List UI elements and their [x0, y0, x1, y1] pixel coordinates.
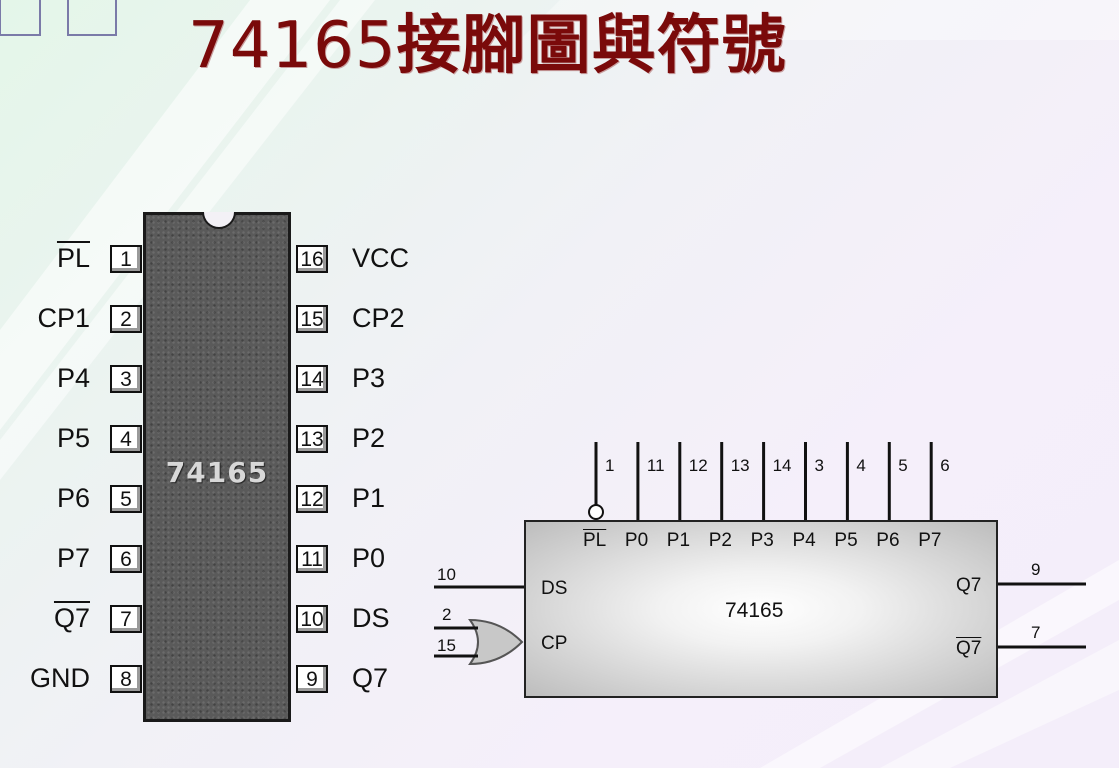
dip-pin-label-right: Q7: [352, 663, 389, 693]
dip-pin-box-right: 16: [296, 245, 328, 273]
top-pin-number: 6: [940, 456, 950, 475]
chip-label: 74165: [165, 456, 269, 489]
top-pin-label: P1: [666, 530, 691, 551]
dip-pin-label-right: P0: [352, 543, 386, 573]
page-title-text: 接腳圖與符號: [396, 9, 787, 83]
dip-pin-label-right: CP2: [352, 303, 405, 333]
output-label: Q7: [956, 575, 982, 596]
dip-pin-label-right: P1: [352, 483, 386, 513]
dip-pin-label-left: P5: [56, 423, 90, 453]
top-pin-number: 1: [605, 456, 615, 475]
dip-pin-box-right: 14: [296, 365, 328, 393]
symbol-label: 74165: [725, 599, 784, 622]
dip-pin-box-right: 13: [296, 425, 328, 453]
dip-pin-box-left: 2: [110, 305, 142, 333]
dip-pin-box-right: 11: [296, 545, 328, 573]
dip-pin-label-left: PL: [56, 243, 90, 273]
top-pin-number: 14: [772, 456, 792, 475]
cp-input-number: 2: [442, 605, 452, 624]
dip-pin-box-left: 1: [110, 245, 142, 273]
dip-pin-box-right: 10: [296, 605, 328, 633]
ds-label: DS: [541, 578, 568, 599]
dip-pin-label-right: DS: [352, 603, 390, 633]
dip-pin-box-left: 8: [110, 665, 142, 693]
dip-pin-label-left: GND: [30, 663, 90, 693]
top-pin-number: 4: [856, 456, 866, 475]
page-title: 74165接腳圖與符號: [188, 4, 787, 88]
cp-label: CP: [541, 633, 568, 654]
top-pin-label: P5: [834, 530, 858, 551]
top-pin-number: 11: [646, 456, 665, 475]
dip-pin-label-left: P7: [56, 543, 90, 573]
cp-input-number: 15: [437, 636, 456, 655]
top-pin-number: 12: [688, 456, 708, 475]
logic-symbol-body: [524, 520, 998, 698]
chip-notch: [202, 212, 236, 229]
dip-pin-box-right: 15: [296, 305, 328, 333]
dip-pin-label-left: Q7: [53, 603, 90, 633]
output-pin-number: 9: [1031, 560, 1041, 579]
output-label: Q7: [956, 638, 982, 659]
dip-pin-box-left: 5: [110, 485, 142, 513]
top-pin-number: 3: [814, 456, 824, 475]
top-pin-label: P6: [876, 530, 900, 551]
top-pin-label: P4: [792, 530, 816, 551]
dip-pin-box-left: 3: [110, 365, 142, 393]
dip-pin-box-right: 9: [296, 665, 328, 693]
dip-pin-label-right: P2: [352, 423, 386, 453]
top-pin-label: P0: [624, 530, 649, 551]
dip-pin-box-right: 12: [296, 485, 328, 513]
dip-pin-label-right: P3: [352, 363, 386, 393]
dip-pin-label-right: VCC: [352, 243, 410, 273]
page-title-digits: 74165: [188, 9, 397, 83]
dip-pin-label-left: CP1: [37, 303, 90, 333]
top-pin-label: P2: [708, 530, 732, 551]
top-pin-number: 5: [898, 456, 908, 475]
top-pin-number: 13: [730, 456, 750, 475]
top-pin-label: P7: [918, 530, 942, 551]
top-pin-label: P3: [750, 530, 774, 551]
dip-pin-label-left: P6: [56, 483, 90, 513]
output-pin-number: 7: [1031, 623, 1041, 642]
dip-pin-box-left: 7: [110, 605, 142, 633]
dip-pin-label-left: P4: [56, 363, 90, 393]
top-pin-label: PL: [583, 530, 607, 551]
dip-pin-box-left: 6: [110, 545, 142, 573]
dip-chip-body: 74165: [143, 212, 291, 722]
dip-pin-box-left: 4: [110, 425, 142, 453]
ds-pin-number: 10: [437, 565, 456, 584]
